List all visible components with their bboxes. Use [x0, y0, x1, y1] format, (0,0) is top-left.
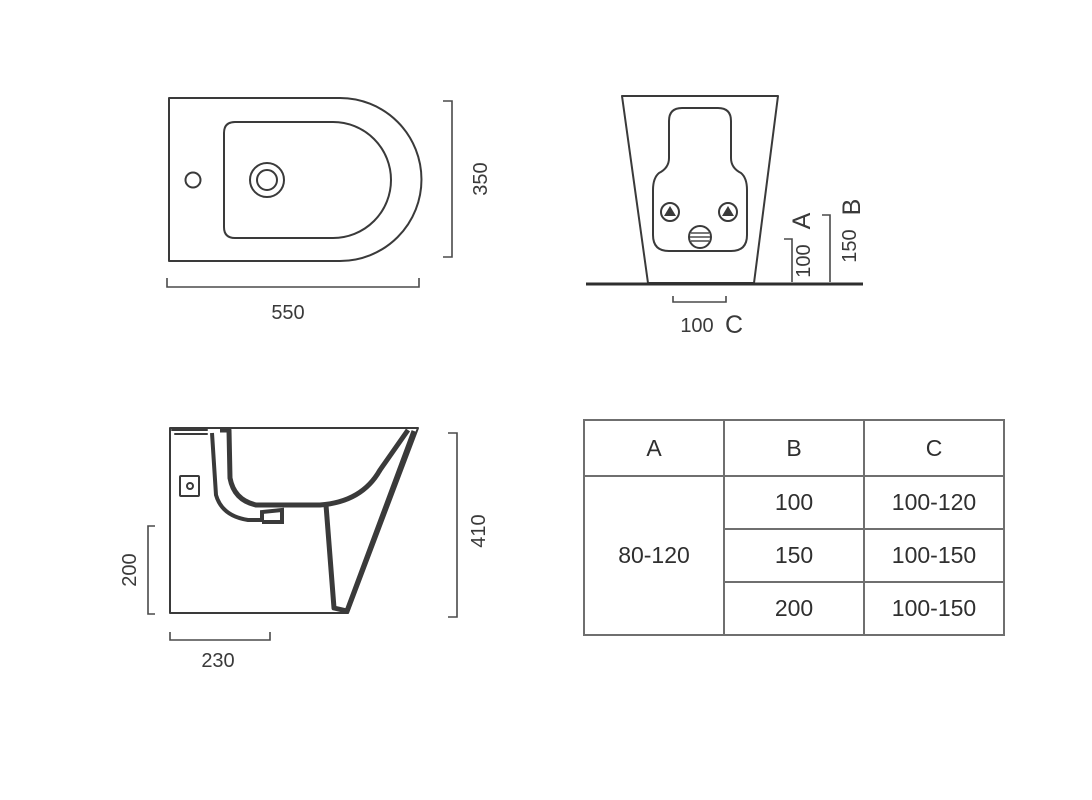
- table-row: 200 100-150: [584, 581, 1005, 636]
- value-c: 100-150: [863, 528, 1005, 583]
- dim-a-line: [784, 238, 793, 282]
- header-b: B: [723, 419, 865, 477]
- dim-c-value: 100: [680, 315, 713, 337]
- inlet-right: [718, 202, 738, 222]
- dim-a-label: A: [788, 212, 816, 229]
- dim-b-line: [822, 214, 831, 282]
- waste-spout: [210, 432, 284, 524]
- inlet-offset-label: 230: [201, 650, 234, 672]
- header-c: C: [863, 419, 1005, 477]
- fixing-hole: [186, 482, 194, 490]
- value-c: 100-120: [863, 475, 1005, 530]
- inlet-height-label: 200: [119, 553, 141, 586]
- waste-outlet: [688, 225, 712, 249]
- top-view: 350 550: [166, 97, 492, 324]
- table-row: 150 100-150: [584, 528, 1005, 583]
- front-view: 100 A 150 B 100 C: [586, 95, 866, 339]
- waste-outlet-grille: [690, 232, 710, 242]
- length-dimension-line: [166, 278, 420, 288]
- table-row: 80-120 100 100-120: [583, 475, 1005, 636]
- value-b: 200: [723, 581, 865, 636]
- drain-outer: [249, 162, 285, 198]
- value-b: 100: [723, 475, 865, 530]
- pedestal-wall: [323, 430, 417, 614]
- value-c: 100-150: [863, 581, 1005, 636]
- rear-recess: [652, 107, 748, 252]
- fixing-bracket: [179, 475, 200, 497]
- inlet-right-arrow: [722, 206, 734, 216]
- tap-hole: [184, 171, 202, 189]
- bowl-profile: [220, 427, 411, 508]
- dim-b-value: 150: [839, 229, 861, 262]
- spec-table: A B C 80-120 100 100-120 150 100-150 200…: [583, 419, 1005, 636]
- dim-c-label: C: [725, 311, 743, 339]
- front-view-body: [621, 95, 779, 284]
- value-b: 150: [723, 528, 865, 583]
- inlet-height-line: [147, 525, 155, 615]
- inlet-left-arrow: [664, 206, 676, 216]
- dim-b-label: B: [838, 199, 866, 216]
- width-dimension-line: [443, 100, 453, 258]
- drain-inner: [256, 169, 278, 191]
- length-label: 550: [271, 302, 304, 324]
- side-view: 410 200 230: [119, 427, 490, 672]
- inlet-offset-line: [169, 632, 271, 641]
- top-view-bowl: [223, 121, 392, 239]
- height-dimension-line: [448, 432, 458, 618]
- value-a: 80-120: [583, 475, 725, 636]
- inlet-left: [660, 202, 680, 222]
- width-label: 350: [470, 162, 492, 195]
- header-a: A: [583, 419, 725, 477]
- table-header-row: A B C: [583, 419, 1005, 477]
- dim-a-value: 100: [793, 244, 815, 277]
- top-view-outline: [168, 97, 423, 262]
- dim-c-line: [672, 296, 727, 303]
- height-label: 410: [468, 514, 490, 547]
- rim-detail: [171, 429, 208, 435]
